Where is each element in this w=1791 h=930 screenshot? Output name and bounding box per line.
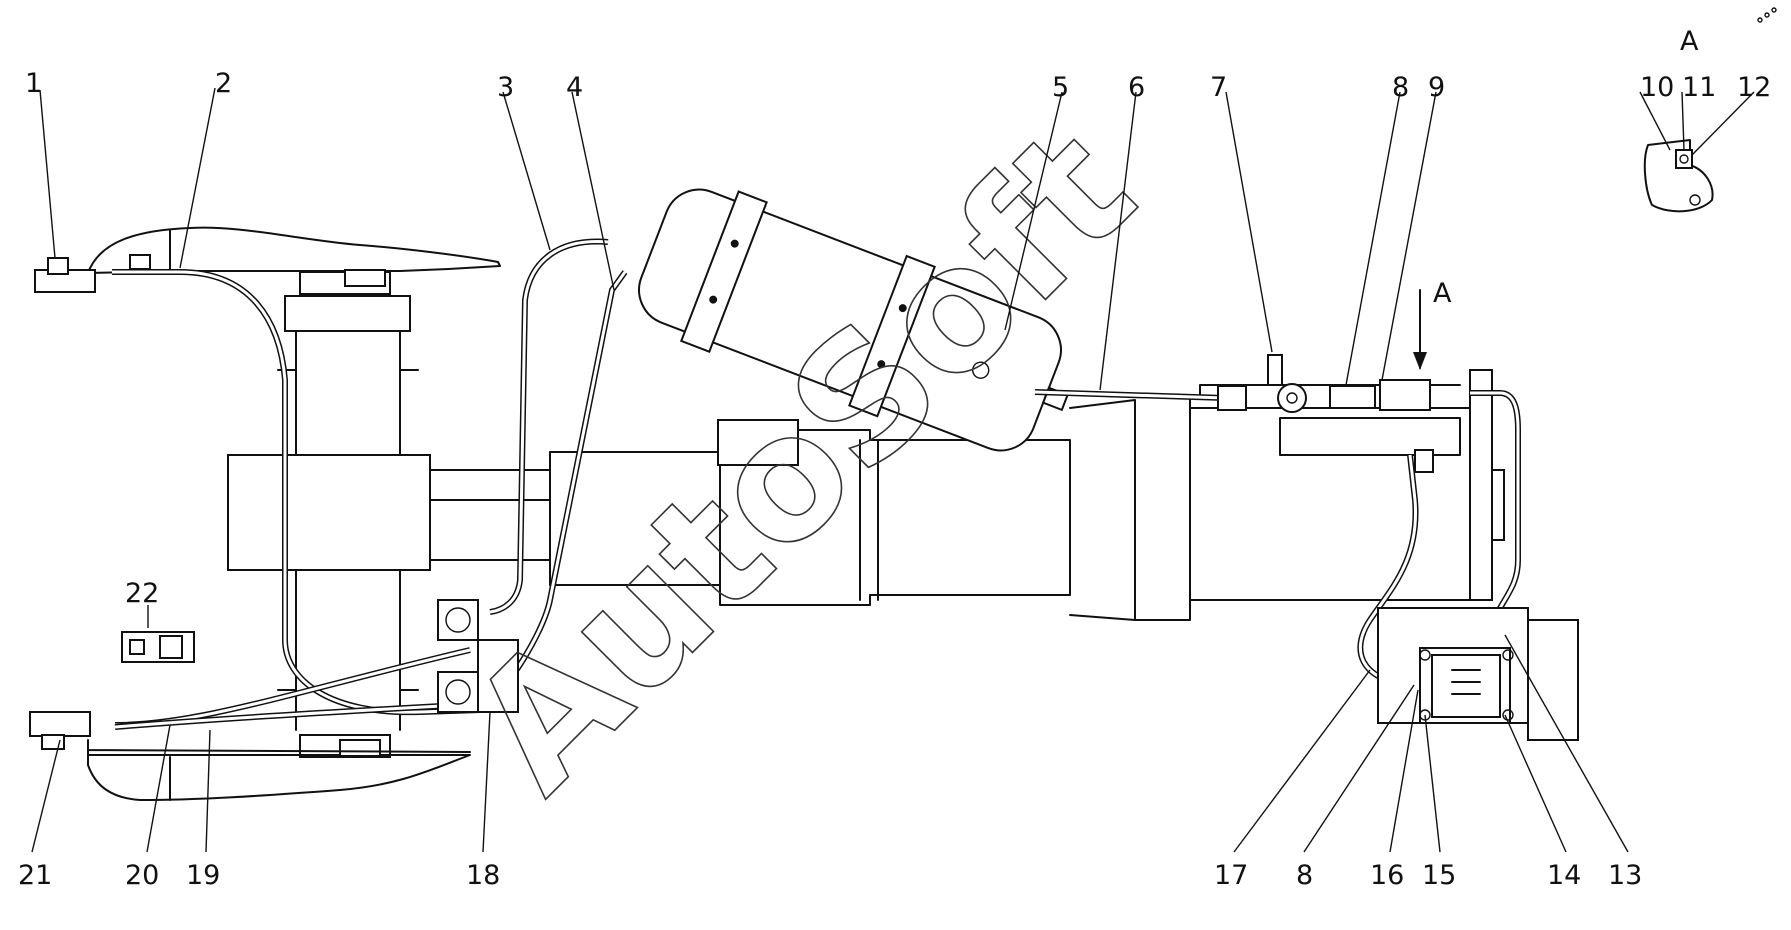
- corner-mark: [1757, 7, 1777, 23]
- callout-7: 7: [1210, 72, 1227, 103]
- fittings: [29, 257, 1434, 750]
- callout-4: 4: [566, 72, 583, 103]
- callout-8-bottom: 8: [1296, 860, 1313, 891]
- leader-lines: [31, 87, 1755, 853]
- callout-10: 10: [1640, 72, 1674, 103]
- watermark: AutoSoft: [434, 91, 1172, 829]
- callout-1: 1: [25, 68, 42, 99]
- callout-22: 22: [125, 578, 159, 609]
- callout-14: 14: [1547, 860, 1581, 891]
- frame-arm-top: [87, 226, 501, 287]
- callout-13: 13: [1608, 860, 1642, 891]
- view-arrow-a: A: [1413, 278, 1452, 370]
- air-tank: [638, 188, 1069, 452]
- callout-labels: 1 2 3 4 5 6 7 8 9 10 11 12 13 14 15 16 8…: [18, 68, 1771, 891]
- item-22-fitting: [121, 631, 195, 663]
- callout-8-top: 8: [1392, 72, 1409, 103]
- callout-18: 18: [466, 860, 500, 891]
- callout-3: 3: [497, 72, 514, 103]
- callout-2: 2: [215, 68, 232, 99]
- callout-6: 6: [1128, 72, 1145, 103]
- frame-arm-bottom: [87, 739, 471, 801]
- callout-20: 20: [125, 860, 159, 891]
- callout-17: 17: [1214, 860, 1248, 891]
- callout-15: 15: [1422, 860, 1456, 891]
- detail-view-a: [1643, 139, 1714, 213]
- callout-5: 5: [1052, 72, 1069, 103]
- view-arrow-label: A: [1433, 278, 1452, 309]
- callout-16: 16: [1370, 860, 1404, 891]
- detail-view-label: A: [1680, 26, 1699, 57]
- callout-9: 9: [1428, 72, 1445, 103]
- callout-12: 12: [1737, 72, 1771, 103]
- callout-11: 11: [1682, 72, 1716, 103]
- control-unit: [1377, 607, 1579, 741]
- callout-19: 19: [186, 860, 220, 891]
- callout-21: 21: [18, 860, 52, 891]
